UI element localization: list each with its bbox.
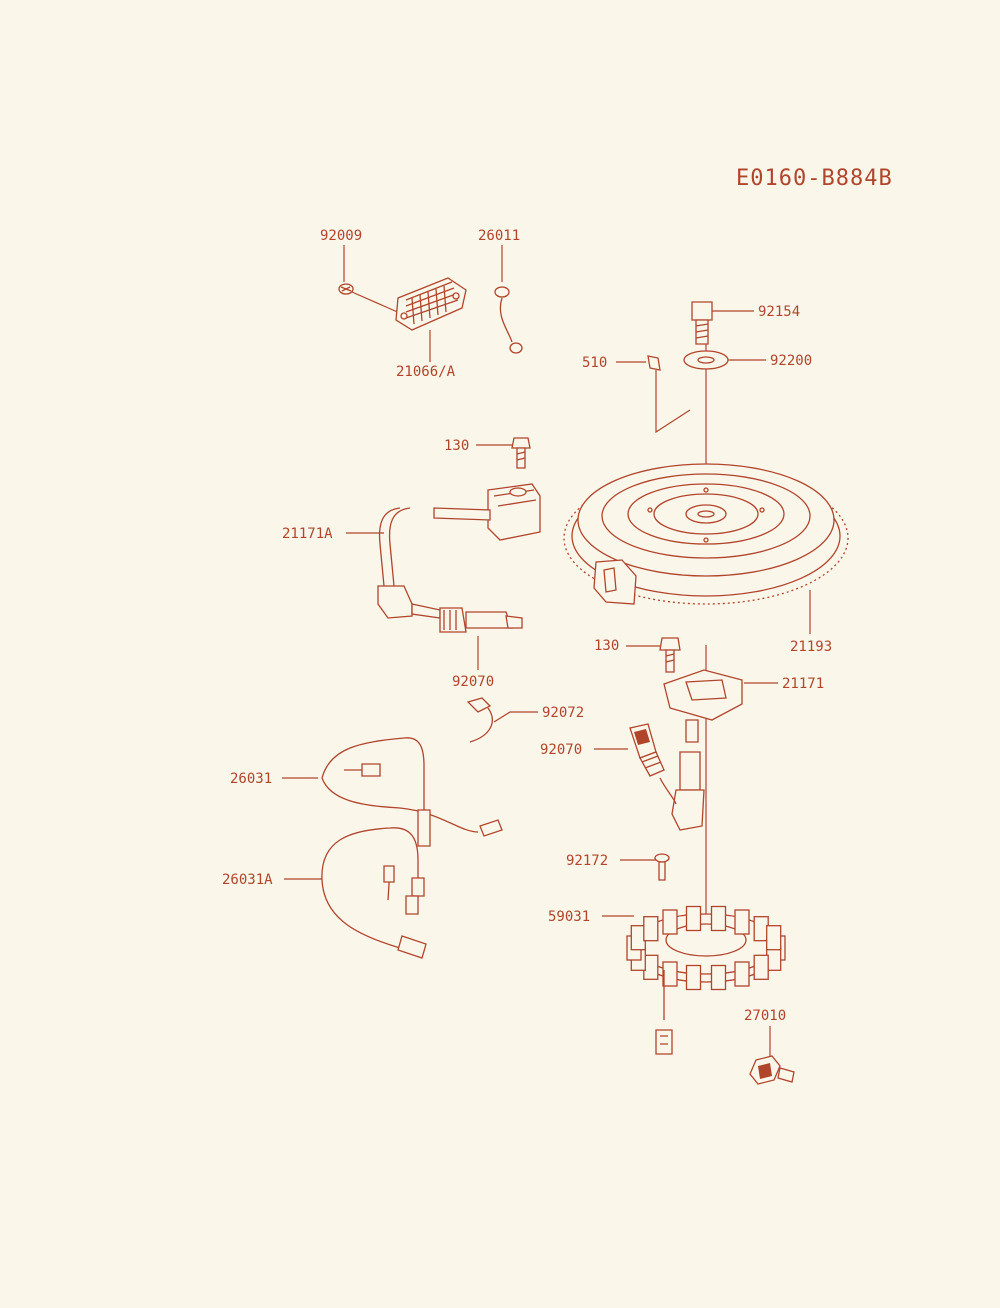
bolt-130-upper — [511, 437, 531, 469]
callout-92154: 92154 — [758, 304, 801, 320]
callout-510: 510 — [582, 355, 608, 371]
callout-26031: 26031 — [230, 771, 273, 787]
stator-tooth — [734, 961, 750, 987]
callout-130-lower: 130 — [594, 638, 620, 654]
screw-92172 — [654, 853, 670, 881]
spark-plug-92070-right — [629, 723, 677, 805]
stator-tooth — [662, 961, 678, 987]
callout-21171A: 21171A — [282, 526, 333, 542]
stator-tooth — [734, 909, 750, 935]
regulator-21066 — [395, 277, 467, 331]
bolt-130-lower — [659, 637, 681, 673]
callout-92172: 92172 — [566, 853, 609, 869]
stator-59031 — [626, 905, 786, 1055]
cap-92072 — [466, 697, 493, 743]
stator-tooth — [710, 905, 727, 932]
callout-21171: 21171 — [782, 676, 825, 692]
harness-26031 — [321, 737, 503, 847]
stator-tooth — [710, 964, 727, 991]
callout-92200: 92200 — [770, 353, 813, 369]
screw-92009 — [338, 283, 354, 295]
callout-92070-right: 92070 — [540, 742, 583, 758]
stator-tooth — [685, 905, 702, 932]
bolt-92154 — [691, 301, 713, 345]
ignition-coil-21171 — [663, 669, 743, 831]
harness-26031A — [321, 827, 427, 959]
stator-tooth — [685, 964, 702, 991]
spark-plug-92070-left — [411, 603, 523, 633]
callout-130-upper: 130 — [444, 438, 470, 454]
callout-59031: 59031 — [548, 909, 591, 925]
switch-27010 — [749, 1055, 795, 1085]
stator-tooth — [766, 925, 782, 951]
lead-wire-26011 — [494, 286, 523, 354]
ignition-coil-21171A — [377, 483, 541, 619]
key-510 — [647, 355, 661, 371]
stator-tooth — [643, 916, 659, 942]
callout-21066-a: 21066/A — [396, 364, 456, 380]
stator-tooth — [662, 909, 678, 935]
callout-27010: 27010 — [744, 1008, 787, 1024]
washer-92200 — [683, 350, 729, 370]
stator-tooth — [753, 954, 769, 980]
callout-21193: 21193 — [790, 639, 833, 655]
flywheel-21193 — [563, 463, 849, 605]
callout-92070-left: 92070 — [452, 674, 495, 690]
callout-26031A: 26031A — [222, 872, 273, 888]
callout-26011: 26011 — [478, 228, 521, 244]
callout-92009: 92009 — [320, 228, 363, 244]
diagram-id: E0160-B884B — [736, 166, 893, 191]
callout-92072: 92072 — [542, 705, 585, 721]
